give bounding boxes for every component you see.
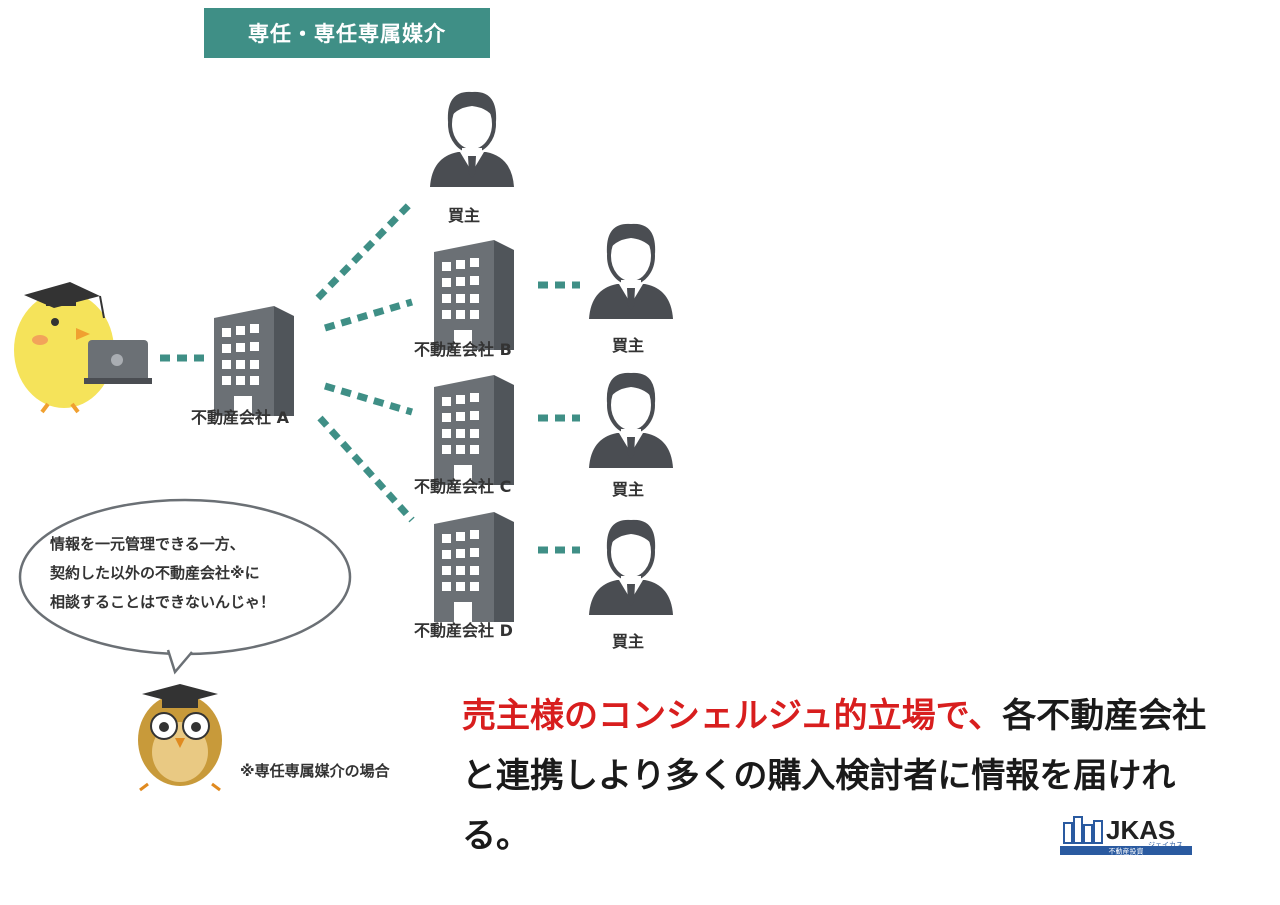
buyer-2-label: 買主 [612, 336, 645, 355]
building-c-icon [434, 375, 514, 485]
logo-kana: ジェイカス [1148, 841, 1183, 849]
building-a-icon [214, 306, 294, 416]
main-message: 売主様のコンシェルジュ的立場で、各不動産会社と連携しより多くの購入検討者に情報を… [462, 686, 1222, 866]
svg-text:ジェイカス: ジェイカス [1148, 841, 1183, 849]
company-a-label: 不動産会社 A [191, 408, 289, 427]
bubble-text: 情報を一元管理できる一方、 契約した以外の不動産会社※に 相談することはできない… [50, 530, 275, 617]
buyer-1-label: 買主 [448, 206, 481, 225]
buyer-3-icon [587, 370, 675, 470]
logo-sub: 不動産投資 [1109, 847, 1144, 856]
bubble-line-2: 契約した以外の不動産会社※に [50, 564, 260, 582]
message-rest: 各不動産会社と連携しより多くの購入検討者に情報を届けれる。 [462, 696, 1207, 856]
bubble-line-1: 情報を一元管理できる一方、 [50, 535, 245, 553]
message-highlight: 売主様のコンシェルジュ的立場で、 [462, 696, 1003, 736]
company-d-label: 不動産会社 D [414, 621, 513, 640]
svg-text:不動産投資: 不動産投資 [1109, 847, 1144, 856]
buyer-3-label: 買主 [612, 480, 645, 499]
building-d-icon [434, 512, 514, 622]
diagram-title: 専任・専任専属媒介 [204, 8, 490, 58]
buyer-4-label: 買主 [612, 632, 645, 651]
buyer-2-icon [587, 221, 675, 321]
building-b-icon [434, 240, 514, 350]
speech-bubble [18, 498, 352, 675]
company-b-label: 不動産会社 B [414, 340, 512, 359]
chick-mascot-icon [14, 282, 152, 414]
company-c-label: 不動産会社 C [414, 477, 512, 496]
bubble-line-3: 相談することはできないんじゃ！ [50, 593, 276, 611]
owl-mascot-icon [138, 684, 222, 792]
footnote: ※専任専属媒介の場合 [240, 762, 390, 780]
logo-name: JKAS [1106, 815, 1175, 845]
jkas-logo: JKAS ジェイカス 不動産投資 [1060, 815, 1192, 856]
svg-text:JKAS: JKAS [1106, 815, 1175, 845]
buyer-4-icon [587, 517, 675, 617]
buyer-1-icon [428, 89, 516, 189]
